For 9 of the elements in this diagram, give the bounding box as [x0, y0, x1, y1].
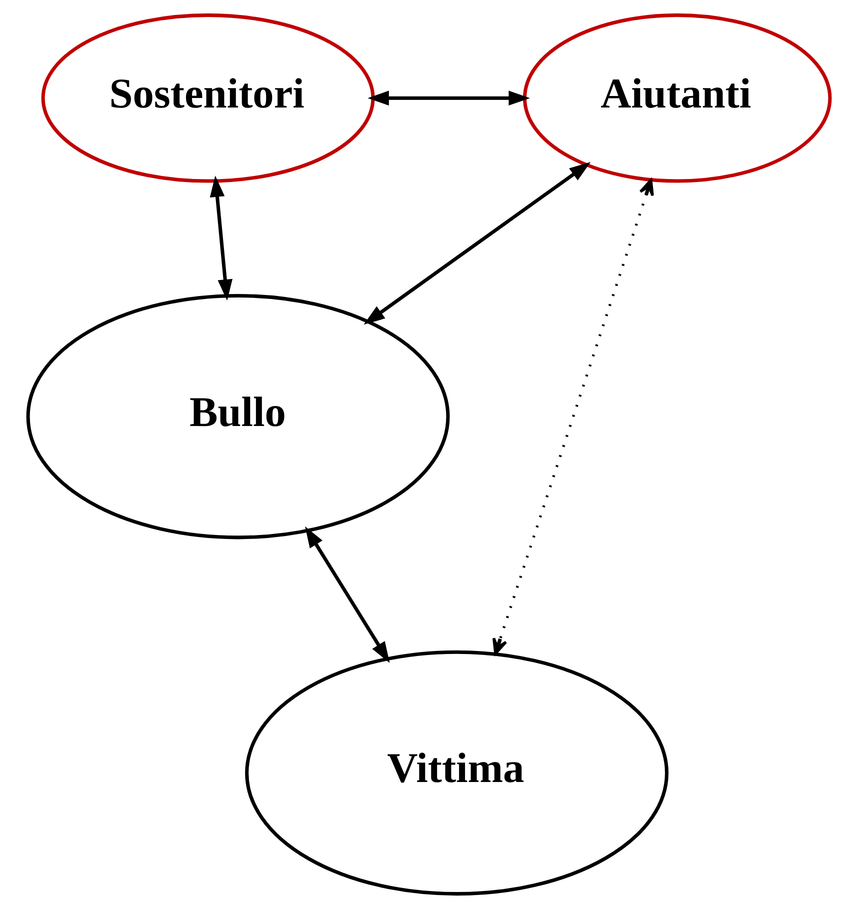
- node-ellipse: Vittima: [245, 650, 668, 896]
- arrow: [305, 526, 390, 663]
- arrow: [492, 178, 654, 655]
- arrow: [368, 90, 530, 106]
- node-ellipse: Sostenitori: [41, 13, 375, 183]
- arrow: [210, 176, 233, 301]
- node-ellipse: Bullo: [26, 294, 450, 540]
- node-ellipse: Aiutanti: [522, 13, 832, 183]
- arrow: [364, 162, 591, 325]
